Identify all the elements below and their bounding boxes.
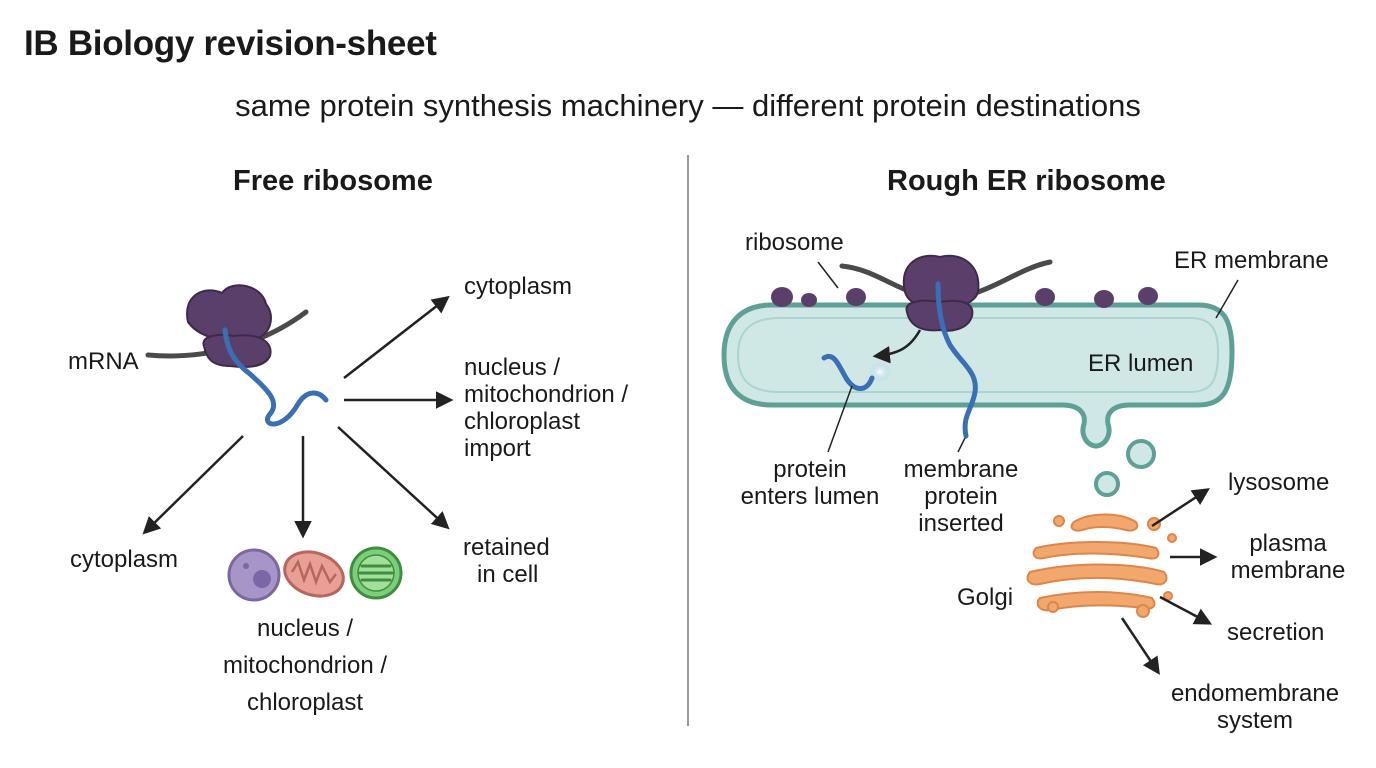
dest-cytoplasm-left: cytoplasm: [70, 546, 179, 573]
mitochondrion-icon: [283, 550, 345, 598]
dest-plasma-membrane-label: plasma membrane: [1230, 530, 1346, 585]
mrna-label: mRNA: [68, 348, 139, 375]
leader-ribosome: [817, 261, 839, 289]
dest-organelles-label: nucleus / mitochondrion / chloroplast: [222, 615, 388, 717]
dest-retained-label: retained in cell: [463, 534, 550, 589]
free-ribosome: [186, 284, 272, 368]
free-ribosome-heading: Free ribosome: [233, 165, 433, 197]
arrow-to-retained: [337, 426, 450, 530]
chloroplast-icon: [349, 546, 403, 600]
dest-endomembrane-label: endomembrane system: [1170, 680, 1340, 735]
polypeptide-chain: [222, 327, 329, 427]
arrow-to-cytoplasm-top: [343, 295, 450, 379]
er-membrane-label: ER membrane: [1174, 247, 1329, 274]
golgi-label: Golgi: [957, 584, 1014, 611]
membrane-protein-chain: [935, 281, 978, 439]
arrow-into-lumen: [872, 329, 922, 364]
arrow-to-endomembrane: [1120, 617, 1160, 675]
arrow-to-lysosome: [1151, 488, 1210, 528]
nucleus-icon: [227, 548, 281, 602]
protein-enters-label: protein enters lumen: [740, 456, 880, 511]
dest-secretion-label: secretion: [1227, 619, 1325, 646]
leader-membrane-protein: [957, 437, 966, 453]
dest-cytoplasm-top: cytoplasm: [464, 273, 573, 300]
free-ribosome-figure: [145, 284, 329, 427]
er-ribosome: [902, 254, 980, 332]
er-body: [721, 302, 1235, 449]
er-lumen-label: ER lumen: [1088, 350, 1194, 377]
dest-lysosome-label: lysosome: [1228, 469, 1330, 496]
ribosome-label: ribosome: [745, 229, 844, 256]
membrane-protein-label: membrane protein inserted: [903, 456, 1019, 538]
golgi-apparatus: [1026, 513, 1177, 618]
dest-import-label: nucleus / mitochondrion / chloroplast im…: [464, 354, 629, 463]
transport-vesicles: [1094, 439, 1156, 497]
page-subtitle: same protein synthesis machinery — diffe…: [235, 88, 1141, 123]
arrow-to-cytoplasm-left: [142, 435, 244, 535]
leader-protein-enters: [827, 385, 853, 453]
arrow-to-secretion: [1159, 595, 1213, 625]
leader-er-membrane: [1215, 279, 1239, 319]
bound-ribosomes: [771, 287, 1158, 308]
rough-er-heading: Rough ER ribosome: [887, 165, 1166, 197]
lumen-protein-chain: [821, 354, 875, 391]
page-title: IB Biology revision-sheet: [24, 24, 437, 63]
